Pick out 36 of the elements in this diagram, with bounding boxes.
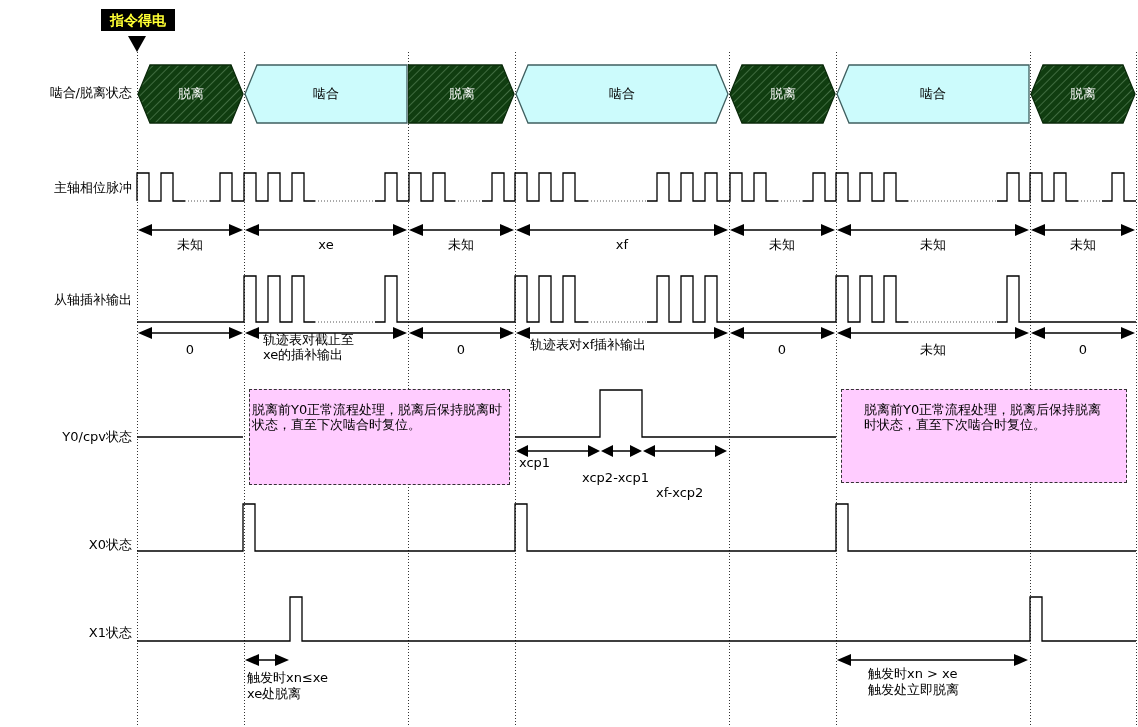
dimension-label: 0 bbox=[456, 342, 466, 357]
dimension-label: xf bbox=[615, 237, 629, 252]
dimension-label: xf-xcp2 bbox=[656, 485, 704, 500]
note-box: 脱离前Y0正常流程处理，脱离后保持脱离时状态，直至下次啮合时复位。 bbox=[249, 389, 510, 485]
dimension-label: 触发时xn≤xe bbox=[247, 670, 329, 685]
dimension-label: 触发处立即脱离 bbox=[868, 682, 959, 697]
command-tag: 指令得电 bbox=[101, 9, 175, 31]
dimension-label: 未知 bbox=[920, 342, 946, 357]
dimension-label: xcp2-xcp1 bbox=[582, 470, 649, 485]
state-segment: 啮合 bbox=[515, 64, 729, 124]
row-label: X1状态 bbox=[88, 625, 132, 640]
row-label: 从轴插补输出 bbox=[54, 292, 132, 307]
state-segment: 脱离 bbox=[137, 64, 244, 124]
dimension-label: 未知 bbox=[769, 237, 795, 252]
dimension-label: 轨迹表对xf插补输出 bbox=[530, 337, 647, 352]
dimension-label: 轨迹表对截止至xe的插补输出 bbox=[263, 332, 355, 362]
dimension-label: 未知 bbox=[1070, 237, 1096, 252]
dimension-label: 触发时xn > xe bbox=[868, 666, 958, 681]
dimension-label: 0 bbox=[185, 342, 195, 357]
row-label: 主轴相位脉冲 bbox=[54, 180, 132, 195]
dimension-label: 未知 bbox=[177, 237, 203, 252]
dimension-label: 0 bbox=[777, 342, 787, 357]
dimension-label: xe bbox=[318, 237, 334, 252]
state-segment: 啮合 bbox=[244, 64, 408, 124]
row-label: Y0/cpv状态 bbox=[62, 429, 132, 444]
dimension-label: 0 bbox=[1078, 342, 1088, 357]
row-label: X0状态 bbox=[88, 537, 132, 552]
dimension-label: xcp1 bbox=[519, 455, 551, 470]
state-segment: 脱离 bbox=[1030, 64, 1136, 124]
state-segment: 脱离 bbox=[729, 64, 836, 124]
dimension-label: 未知 bbox=[448, 237, 474, 252]
dimension-label: 未知 bbox=[920, 237, 946, 252]
state-segment: 啮合 bbox=[836, 64, 1030, 124]
state-segment: 脱离 bbox=[408, 64, 515, 124]
dimension-label: xe处脱离 bbox=[247, 686, 302, 701]
note-box: 脱离前Y0正常流程处理，脱离后保持脱离时状态，直至下次啮合时复位。 bbox=[841, 389, 1127, 483]
